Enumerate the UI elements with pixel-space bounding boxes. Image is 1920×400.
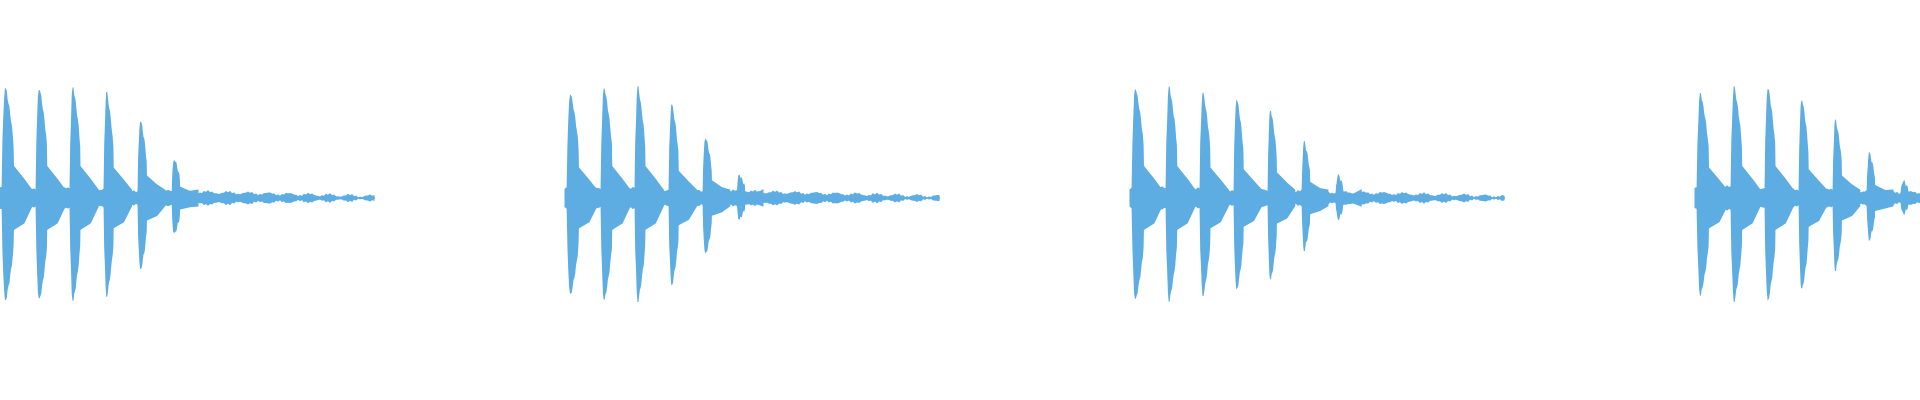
waveform-burst xyxy=(137,121,148,270)
waveform-clip-4[interactable] xyxy=(1694,86,1920,302)
waveform-burst-shoulder xyxy=(678,170,698,226)
waveform-burst xyxy=(1165,86,1178,302)
waveform-burst-shoulder xyxy=(1907,192,1920,204)
waveform-burst-shoulder xyxy=(1874,184,1894,212)
waveform-burst xyxy=(1335,173,1344,221)
waveform-burst-shoulder xyxy=(744,189,764,207)
waveform-burst xyxy=(1,88,15,301)
waveform-burst xyxy=(634,86,646,303)
waveform-clip-3[interactable] xyxy=(1129,86,1505,302)
waveform-burst-shoulder xyxy=(578,166,598,229)
waveform-burst xyxy=(1900,179,1909,216)
waveform-burst xyxy=(103,91,115,297)
waveform-burst xyxy=(702,138,713,254)
waveform-burst-shoulder xyxy=(46,165,66,231)
waveform-burst-shoulder xyxy=(644,165,664,231)
waveform-burst xyxy=(1233,99,1245,290)
waveform-burst xyxy=(1696,93,1710,296)
waveform-burst-shoulder xyxy=(79,165,99,231)
waveform-burst-shoulder xyxy=(1342,189,1362,207)
waveform-burst xyxy=(1832,119,1843,271)
waveform-burst-shoulder xyxy=(179,186,199,210)
waveform-burst-shoulder xyxy=(1276,171,1296,224)
waveform-burst xyxy=(69,87,81,301)
waveform-burst xyxy=(1267,110,1278,280)
waveform-burst xyxy=(736,174,746,220)
waveform-burst xyxy=(1764,89,1776,301)
waveform-burst-shoulder xyxy=(1708,166,1728,229)
waveform-burst xyxy=(1798,100,1810,289)
waveform-burst-shoulder xyxy=(1143,165,1163,231)
waveform-burst-shoulder xyxy=(711,179,731,216)
waveform-burst-shoulder xyxy=(1841,174,1861,221)
waveform-burst xyxy=(171,159,181,234)
waveform-burst-shoulder xyxy=(146,174,166,221)
waveform-burst xyxy=(1199,92,1211,297)
waveform-burst-shoulder xyxy=(1243,168,1263,228)
waveform-burst xyxy=(1730,86,1743,302)
waveform-burst-shoulder xyxy=(611,165,631,231)
waveform-burst-shoulder xyxy=(1309,181,1329,215)
waveform-burst-shoulder xyxy=(1774,165,1794,231)
waveform-burst xyxy=(1131,89,1145,299)
waveform-burst xyxy=(1866,151,1876,242)
waveform-burst xyxy=(566,94,580,295)
waveform-burst-shoulder xyxy=(113,166,133,229)
waveform-burst-shoulder xyxy=(1176,165,1196,231)
waveform-burst xyxy=(1301,141,1311,252)
waveform-burst-shoulder xyxy=(13,165,33,231)
waveform-burst-shoulder xyxy=(1209,166,1229,229)
waveform-clip-2[interactable] xyxy=(564,86,940,303)
waveform-burst-shoulder xyxy=(1808,168,1828,228)
waveform-burst xyxy=(668,104,680,285)
waveform-clip-1[interactable] xyxy=(0,87,375,301)
waveform-burst-shoulder xyxy=(1741,165,1761,231)
waveform-burst xyxy=(600,88,613,300)
waveform-burst xyxy=(35,90,48,299)
